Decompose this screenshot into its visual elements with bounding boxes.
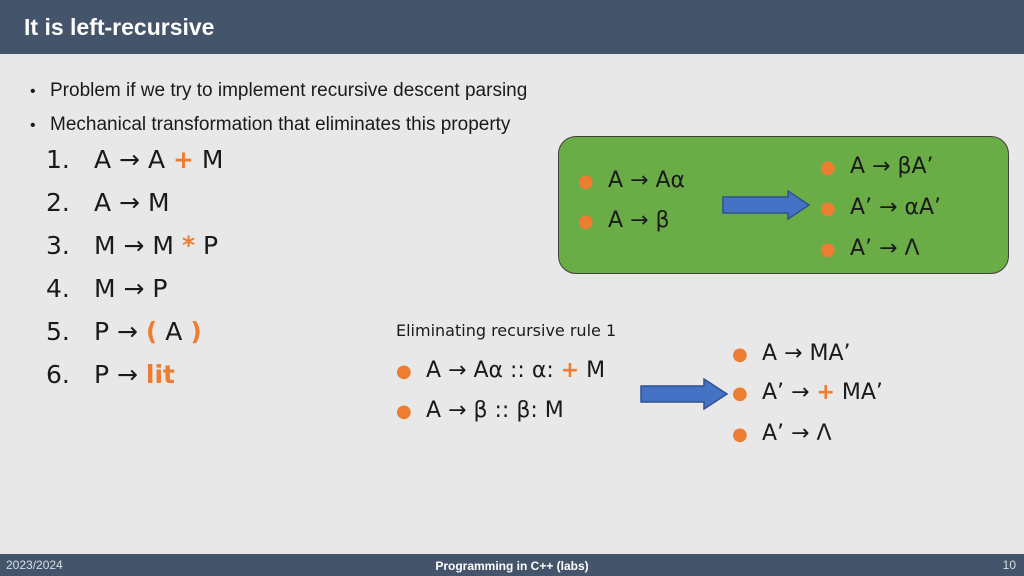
rule-operator: lit — [145, 360, 176, 389]
example-right-rule: ● A’ → + MA’ — [732, 380, 883, 405]
bullet-item: • Problem if we try to implement recursiv… — [30, 80, 527, 114]
rule-text: A’ → Λ — [850, 236, 920, 261]
rule-number: 3. — [46, 231, 70, 260]
bullet-dot: ● — [578, 211, 594, 232]
rule-number: 4. — [46, 274, 70, 303]
example-right-rule: ● A → MA’ — [732, 341, 851, 366]
box-left-rule: ● A → Aα — [578, 168, 685, 193]
box-right-rule: ● A’ → αA’ — [820, 195, 941, 220]
rule-text: A → M — [94, 188, 170, 217]
bullet-text: Mechanical transformation that eliminate… — [50, 114, 511, 135]
rule-text: A’ → αA’ — [850, 195, 942, 220]
page-number: 10 — [1002, 558, 1016, 572]
rule-text: A’ → Λ — [762, 421, 832, 446]
footer-course-title: Programming in C++ (labs) — [435, 559, 589, 573]
rule-text: A → Aα :: α: — [426, 358, 561, 383]
rule-text: P — [195, 231, 219, 260]
rule-number: 2. — [46, 188, 70, 217]
rule-text: A → MA’ — [762, 341, 851, 366]
slide-footer: 2023/2024 Programming in C++ (labs) 10 — [0, 554, 1024, 576]
rule-text: A → A — [94, 145, 173, 174]
grammar-rule: 3. M → M * P — [46, 231, 346, 260]
rule-text: A — [157, 317, 191, 346]
rule-text: M → P — [94, 274, 168, 303]
rule-number: 1. — [46, 145, 70, 174]
bullet-text: Problem if we try to implement recursive… — [50, 80, 528, 101]
title-bar: It is left-recursive — [0, 0, 1024, 54]
bullet-dot: ● — [396, 401, 412, 422]
rule-operator: + — [816, 380, 835, 405]
bullet-dot: ● — [578, 171, 594, 192]
rule-operator: * — [181, 231, 196, 260]
grammar-rule: 5. P → ( A ) — [46, 317, 346, 346]
rule-text: P → — [94, 317, 146, 346]
box-right-rule: ● A → βA’ — [820, 154, 934, 179]
rule-text: A → Aα — [608, 168, 686, 193]
bullet-dot: ● — [396, 361, 412, 382]
grammar-rule: 1. A → A + M — [46, 145, 346, 174]
example-left-rule: ● A → β :: β: M — [396, 398, 564, 423]
rule-text: MA’ — [834, 380, 883, 405]
right-arrow-icon — [640, 378, 729, 410]
right-arrow-icon — [722, 190, 811, 220]
rule-operator: + — [173, 145, 194, 174]
bullet-dot: ● — [820, 239, 836, 260]
example-caption: Eliminating recursive rule 1 — [396, 321, 617, 340]
box-right-rule: ● A’ → Λ — [820, 236, 920, 261]
rule-text: A’ → — [762, 380, 817, 405]
example-left-rule: ● A → Aα :: α: + M — [396, 358, 605, 383]
bullet-dot: • — [30, 117, 36, 134]
bullet-dot: • — [30, 83, 36, 100]
rule-number: 6. — [46, 360, 70, 389]
bullet-list: • Problem if we try to implement recursiv… — [30, 80, 527, 148]
grammar-rule: 6. P → lit — [46, 360, 346, 389]
bullet-dot: ● — [732, 424, 748, 445]
box-left-rule: ● A → β — [578, 208, 670, 233]
rule-text: M — [193, 145, 224, 174]
rule-operator: + — [560, 358, 580, 383]
bullet-dot: ● — [732, 344, 748, 365]
rule-operator: ) — [190, 317, 202, 346]
rule-number: 5. — [46, 317, 70, 346]
rule-text: M → M — [94, 231, 182, 260]
bullet-item: • Mechanical transformation that eliminat… — [30, 114, 527, 148]
bullet-dot: ● — [732, 383, 748, 404]
rule-text: M — [579, 358, 606, 383]
rule-text: P → — [94, 360, 146, 389]
rule-text: A → βA’ — [850, 154, 934, 179]
grammar-rule: 2. A → M — [46, 188, 346, 217]
rule-text: A → β :: β: M — [426, 398, 564, 423]
footer-year: 2023/2024 — [6, 558, 63, 572]
rule-text: A → β — [608, 208, 670, 233]
bullet-dot: ● — [820, 198, 836, 219]
bullet-dot: ● — [820, 157, 836, 178]
example-right-rule: ● A’ → Λ — [732, 421, 832, 446]
rule-operator: ( — [145, 317, 158, 346]
grammar-rule: 4. M → P — [46, 274, 346, 303]
slide-title: It is left-recursive — [24, 14, 215, 40]
